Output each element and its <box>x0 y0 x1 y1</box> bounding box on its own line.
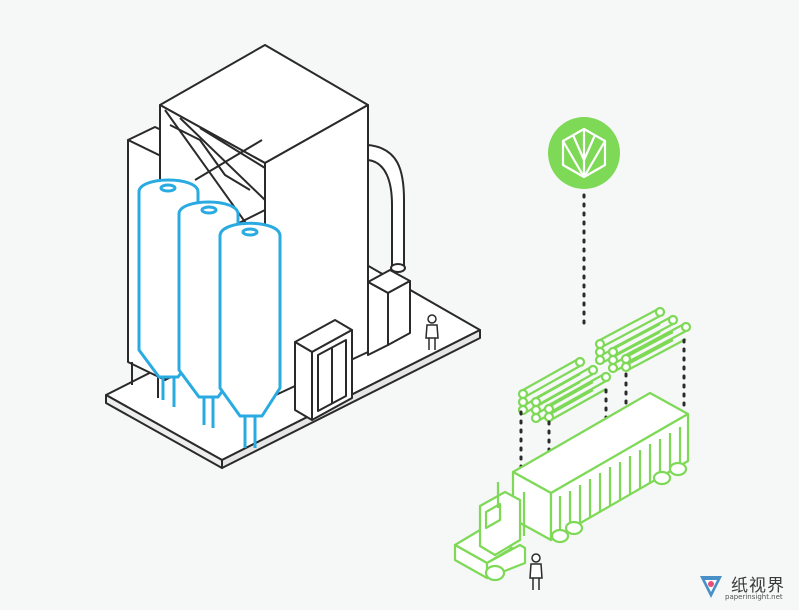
watermark-subtitle: paperinsight.net <box>725 593 783 601</box>
duct-pipe <box>367 144 406 273</box>
paperinsight-logo-icon <box>700 576 722 598</box>
silos <box>137 178 282 448</box>
logging-truck <box>453 391 690 582</box>
tower-legs <box>131 362 159 398</box>
worker-figure-factory <box>425 314 439 350</box>
front-door-block <box>294 319 353 421</box>
truck-wheels <box>484 461 688 582</box>
watermark: 纸视界 paperinsight.net <box>697 570 793 606</box>
log-bundle-left <box>517 356 612 424</box>
worker-figure-truck <box>529 553 543 590</box>
leaf-badge <box>548 117 620 332</box>
watermark-title: 纸视界 <box>731 576 785 596</box>
leaf-hexagon-icon <box>561 127 607 179</box>
truck-trailer <box>511 391 690 542</box>
silo-3 <box>218 221 282 448</box>
log-bundle-right <box>594 306 692 374</box>
rear-annex <box>367 269 411 356</box>
log-bundles <box>517 306 692 424</box>
